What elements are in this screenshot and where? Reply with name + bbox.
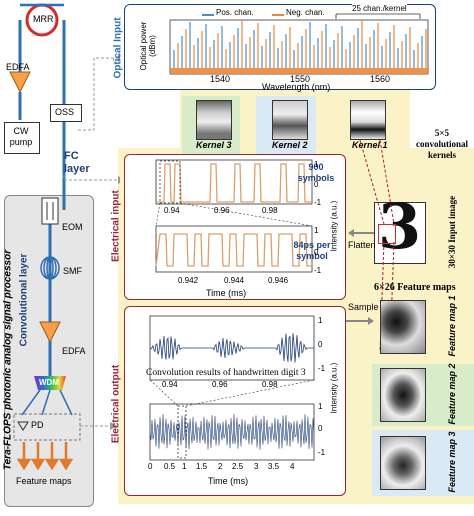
feature-map-3-label: Feature map 3 [447,431,457,493]
optical-spectrum [169,19,429,75]
eout-top-xtick-2: 0.96 [212,380,228,389]
mrr-label: MRR [33,14,54,24]
pd-label: PD [31,420,44,430]
wdm-label: WDM [39,378,59,387]
optical-input-title: Optical Input [112,17,124,79]
eout-bot-xtick-4: 1.5 [196,462,208,471]
eom-label: EOM [62,222,83,232]
eout-top-xtick-3: 0.98 [262,380,278,389]
pd-box [13,413,81,441]
eout-bot-ytick-1: 1 [318,402,323,411]
legend-pos-label: Pos. chan. [216,8,254,17]
eout-bot-xtick-7: 3 [254,462,259,471]
ein-top-xtick-2: 0.96 [214,206,230,215]
smf-coil [40,256,60,280]
optical-xlabel: Wavelength (nm) [262,82,331,92]
feature-map-2-label: Feature map 2 [447,363,457,425]
ein-bot-ytick-2: 0 [314,248,319,257]
electrical-output-frame [124,306,346,496]
eout-top-ytick-3: -1 [318,364,326,373]
eout-bot-ytick-3: -1 [318,448,326,457]
ein-bot-xtick-2: 0.944 [224,276,245,285]
optical-legend [202,13,421,19]
ein-top-ytick-1: 1 [314,160,319,169]
electrical-output-caption: Convolution results of handwritten digit… [146,368,306,378]
oss-box [50,104,82,122]
ein-top-xtick-1: 0.94 [164,206,180,215]
eout-bot-xtick-3: 1 [182,462,187,471]
feature-map-1-label: Feature map 1 [447,295,457,357]
eout-bot-ytick-2: 0 [318,424,323,433]
optical-xtick-2: 1550 [290,74,311,84]
eout-bot-xtick-1: 0 [148,462,153,471]
eout-top-ytick-2: 0 [318,340,323,349]
eout-top-ytick-1: 1 [318,316,323,325]
kernel-2-image [272,100,308,140]
ein-bot-ytick-3: -1 [314,266,322,275]
input-image-label: 30×30 Input image [447,195,457,269]
eom-box [41,197,59,225]
electrical-output-title: Electrical output [110,364,122,444]
sample-arrow [344,317,374,325]
legend-neg-label: Neg. chan. [286,8,325,17]
ein-ylabel: Intensity (a.u.) [329,200,339,252]
eout-xlabel: Time (ms) [208,476,249,486]
processor-title: Tera-FLOPS photonic analog signal proces… [2,249,14,471]
fc-layer-label: FC layer [64,150,90,175]
electrical-input-bottom-note: 84ps per symbol [293,240,331,261]
flatten-arrow [348,229,374,237]
ein-top-ytick-2: 0 [314,180,319,189]
ein-bot-xtick-3: 0.946 [268,276,289,285]
electrical-input-frame [124,154,346,300]
kernel-3-image [196,100,232,140]
cw-pump-label: CW pump [9,126,33,147]
eout-bot-xtick-9: 4 [290,462,295,471]
feature-map-3-image [380,436,426,490]
ein-top-xtick-3: 0.98 [262,206,278,215]
edfa-top-label: EDFA [6,62,30,72]
electrical-input-plots [155,159,313,273]
input-window [378,224,396,244]
kernel-1-label: Kernel 1 [352,140,388,150]
electrical-input-title: Electrical input [110,190,122,262]
edfa-bottom-label: EDFA [62,346,86,356]
ein-bot-ytick-1: 1 [314,226,319,235]
kernel-1-image [350,100,386,140]
input-image [374,202,426,264]
eout-bot-xtick-2: 0.5 [164,462,176,471]
feature-maps-title: 6×26 Feature maps [374,282,456,293]
kernel-3-label: Kernel 3 [196,140,232,150]
cw-pump-box [4,122,40,154]
edfa-top-triangle [9,71,31,94]
feature-map-2-image [380,368,426,422]
eout-top-xtick-1: 0.94 [162,380,178,389]
optical-xtick-1: 1540 [210,74,231,84]
oss-label: OSS [55,107,75,117]
ein-top-ytick-3: -1 [314,198,322,207]
flatten-label: Flatten [348,240,376,250]
smf-label: SMF [63,266,82,276]
kernels-title: 5×5 convolutional kernels [415,128,468,160]
ein-xlabel: Time (ms) [206,288,247,298]
optical-xtick-3: 1560 [370,74,391,84]
optical-setup-diagram [9,3,120,471]
sample-label: Sample [348,302,379,312]
electrical-input-top-note: 900 symbols [297,162,335,183]
feature-map-1-image [380,300,426,354]
kernel-2-label: Kernel 2 [272,140,308,150]
optical-input-frame [124,4,436,90]
edfa-bottom-triangle [39,321,61,344]
conv-layer-label: Convolutional layer [18,253,30,347]
ein-bot-xtick-1: 0.942 [178,276,199,285]
eout-bot-xtick-5: 2 [218,462,223,471]
feature-maps-left-label: Feature maps [16,476,72,486]
input-digit: 3 [378,190,422,263]
eout-bot-xtick-8: 3.5 [268,462,280,471]
annotation-25chan: 25 chan./kernel [352,4,407,13]
electrical-output-plots [149,315,315,461]
eout-ylabel: Intensity (a.u.) [329,362,339,414]
wdm-block [34,376,66,390]
eout-bot-xtick-6: 2.5 [232,462,244,471]
optical-ylabel: Optical power (dBm) [139,21,157,71]
